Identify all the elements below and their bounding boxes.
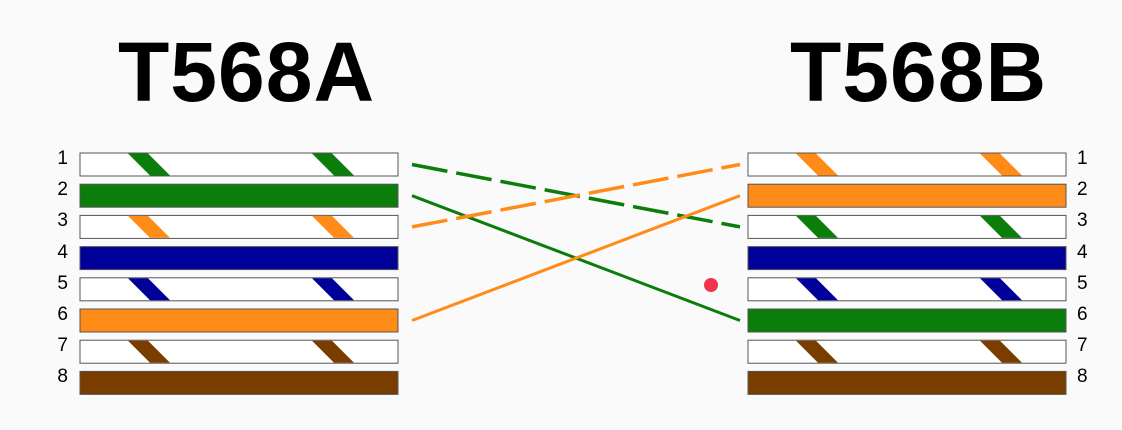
t568a-pin-number: 4	[57, 242, 68, 263]
t568a-pin-number: 8	[57, 366, 68, 387]
t568b-pin-number: 5	[1077, 273, 1088, 294]
t568a-wire-3-stripe-1	[128, 215, 170, 238]
t568b-wire-6-green	[747, 308, 1067, 333]
t568b-pin-number: 2	[1077, 179, 1088, 200]
t568b-title: T568B	[790, 25, 1048, 119]
t568a-pin-number: 2	[57, 179, 68, 200]
connection-pin-6-to-pin-2	[411, 194, 741, 322]
t568a-wire-7-stripe-1	[128, 340, 170, 363]
t568a-pin-number: 6	[57, 304, 68, 325]
t568b-wire-7-stripe-2	[980, 340, 1022, 363]
t568a-wire-5-stripe-1	[128, 278, 170, 301]
t568a-wire-3-stripe-2	[312, 215, 354, 238]
t568a-wire-7-stripe-2	[312, 340, 354, 363]
t568b-pin-number: 8	[1077, 366, 1088, 387]
connection-pin-3-to-pin-1	[411, 162, 741, 229]
t568a-pin-number: 7	[57, 335, 68, 356]
pointer-dot-icon	[704, 278, 718, 292]
t568a-wire-2-green	[79, 183, 399, 208]
t568b-wire-1-stripe-1	[796, 153, 838, 176]
t568a-wire-4-blue	[79, 246, 399, 271]
t568b-wire-5-stripe-1	[796, 278, 838, 301]
t568a-wire-1-stripe-2	[312, 153, 354, 176]
t568b-wire-2-orange	[747, 183, 1067, 208]
t568b-wire-3-stripe-2	[980, 215, 1022, 238]
t568b-wire-1-stripe-2	[980, 153, 1022, 176]
t568b-pin-number: 6	[1077, 304, 1088, 325]
t568a-wire-1-stripe-1	[128, 153, 170, 176]
t568b-pin-number: 4	[1077, 242, 1088, 263]
t568b-pin-number: 3	[1077, 210, 1088, 231]
t568b-pin-number: 1	[1077, 148, 1088, 169]
t568b-pin-number: 7	[1077, 335, 1088, 356]
t568a-pin-number: 3	[57, 210, 68, 231]
t568a-wire-6-orange	[79, 308, 399, 333]
t568a-wire-8-brown	[79, 370, 399, 395]
t568b-wire-7-stripe-1	[796, 340, 838, 363]
t568b-wire-3-stripe-1	[796, 215, 838, 238]
t568b-wire-8-brown	[747, 370, 1067, 395]
t568a-title: T568A	[118, 25, 376, 119]
t568b-wire-5-stripe-2	[980, 278, 1022, 301]
t568a-pin-number: 5	[57, 273, 68, 294]
t568a-pin-number: 1	[57, 148, 68, 169]
t568a-wire-5-stripe-2	[312, 278, 354, 301]
t568b-wire-4-blue	[747, 246, 1067, 271]
